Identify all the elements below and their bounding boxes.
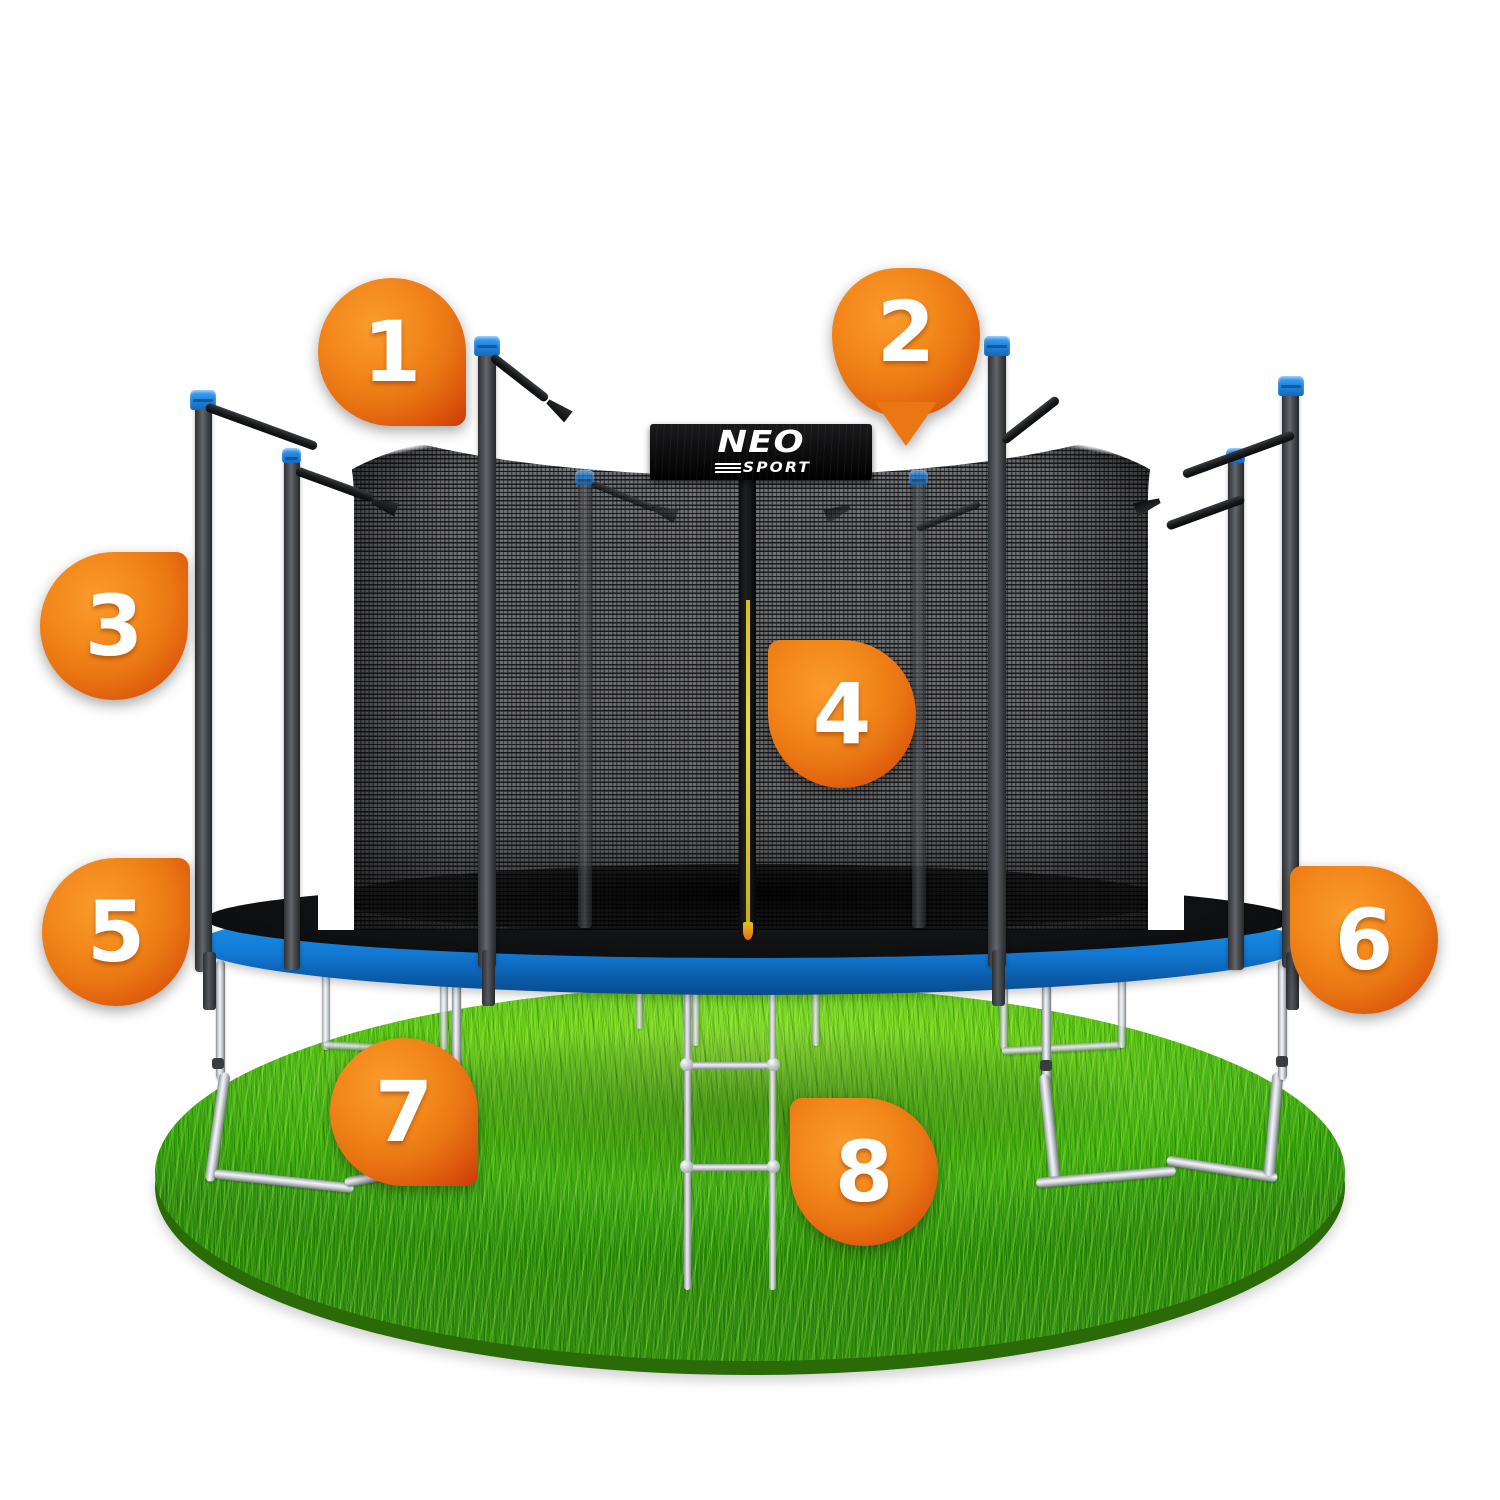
access-ladder	[676, 990, 784, 1290]
pole-cap	[984, 336, 1010, 356]
logo-speed-bars-icon	[714, 463, 741, 473]
marker-number: 2	[876, 283, 936, 381]
pin-shape	[768, 640, 916, 788]
pole-leg-bracket	[203, 952, 216, 1010]
marker-number: 7	[374, 1063, 434, 1161]
marker-number: 1	[362, 303, 422, 401]
pin-shape	[330, 1038, 478, 1186]
net-support-arm	[204, 402, 319, 452]
net-right-mask	[1148, 418, 1218, 930]
enclosure-pole	[912, 478, 926, 928]
callout-marker-2[interactable]: 2	[832, 268, 980, 416]
enclosure-pole	[1282, 388, 1299, 968]
pin-shape	[790, 1098, 938, 1246]
net-entry-zipper	[746, 600, 750, 930]
callout-marker-5[interactable]: 5	[42, 858, 190, 1006]
pin-shape	[42, 858, 190, 1006]
enclosure-pole	[578, 478, 592, 928]
marker-number: 3	[84, 577, 144, 675]
pole-leg-bracket	[992, 950, 1005, 1006]
pin-shape	[40, 552, 188, 700]
pin-shape	[832, 268, 980, 416]
pole-cap	[1278, 376, 1304, 396]
neo-sport-logo: NEO SPORT	[650, 424, 872, 480]
enclosure-pole	[478, 348, 496, 968]
pole-leg-bracket	[482, 950, 495, 1006]
enclosure-pole	[284, 458, 300, 970]
logo-text-neo: NEO	[717, 425, 805, 460]
callout-marker-1[interactable]: 1	[318, 278, 466, 426]
pole-cap	[282, 448, 301, 463]
callout-marker-7[interactable]: 7	[330, 1038, 478, 1186]
callout-marker-8[interactable]: 8	[790, 1098, 938, 1246]
callout-marker-3[interactable]: 3	[40, 552, 188, 700]
pole-cap	[474, 336, 500, 356]
pin-shape	[318, 278, 466, 426]
logo-text-sport: SPORT	[742, 460, 811, 476]
marker-number: 8	[834, 1123, 894, 1221]
marker-number: 6	[1334, 891, 1394, 989]
pole-cap	[575, 470, 594, 485]
net-support-arm	[489, 352, 550, 404]
pin-shape	[1290, 866, 1438, 1014]
callout-marker-4[interactable]: 4	[768, 640, 916, 788]
trampoline-shadow	[370, 1031, 1130, 1181]
pole-cap	[909, 470, 928, 485]
callout-marker-6[interactable]: 6	[1290, 866, 1438, 1014]
enclosure-pole	[988, 348, 1006, 968]
enclosure-pole	[195, 402, 212, 972]
marker-number: 4	[812, 665, 872, 763]
enclosure-pole	[1228, 458, 1244, 970]
marker-number: 5	[86, 883, 146, 981]
zipper-pull	[743, 922, 753, 940]
